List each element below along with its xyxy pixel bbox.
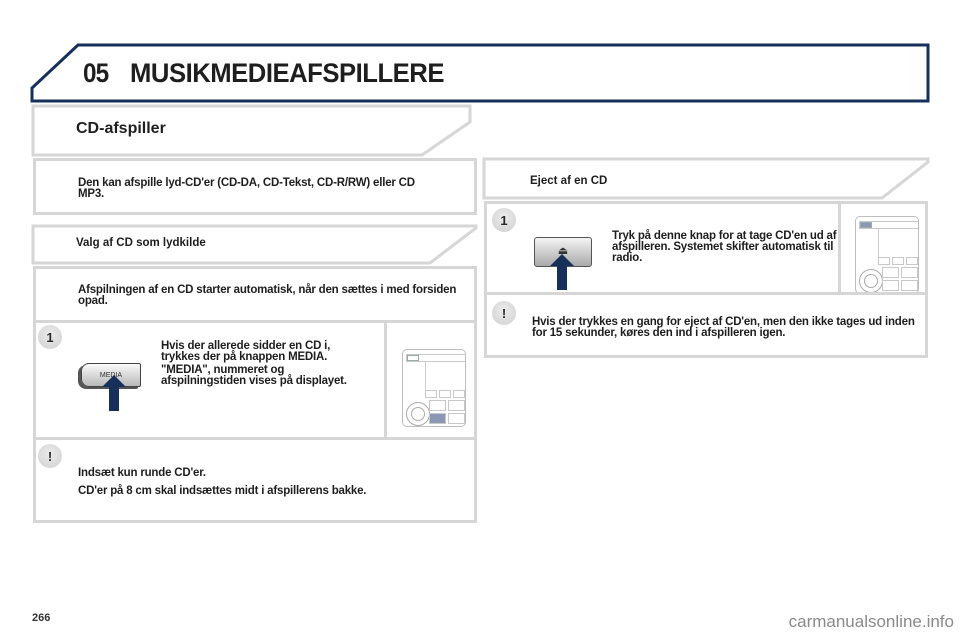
section-title-cd-player: CD-afspiller	[76, 120, 166, 137]
chapter-title: MUSIKMEDIEAFSPILLERE	[130, 58, 445, 88]
warning-box-round-cds: ! Indsæt kun runde CD'er. CD'er på 8 cm …	[33, 437, 477, 523]
intro-box: Den kan afspille lyd-CD'er (CD-DA, CD-Te…	[33, 158, 477, 215]
arrow-up-icon	[102, 375, 126, 411]
radio-panel-illustration	[402, 349, 466, 427]
warning-text-1: Indsæt kun runde CD'er.	[78, 467, 206, 479]
warning-icon: !	[490, 299, 518, 327]
eject-icon: ⏏	[557, 245, 569, 257]
warning-icon: !	[36, 442, 64, 470]
warning-text: Hvis der trykkes en gang for eject af CD…	[532, 316, 915, 339]
warning-text-2: CD'er på 8 cm skal indsættes midt i afsp…	[78, 485, 367, 497]
intro-text: Den kan afspille lyd-CD'er (CD-DA, CD-Te…	[78, 177, 415, 200]
watermark: carmanualsonline.info	[788, 612, 954, 631]
arrow-up-icon	[550, 254, 574, 290]
step-badge: 1	[36, 323, 64, 351]
warning-box-eject-timeout: ! Hvis der trykkes en gang for eject af …	[484, 292, 928, 358]
divider	[838, 204, 841, 292]
step-text-2: "MEDIA", nummeret og afspilningstiden vi…	[161, 364, 347, 387]
chapter-header-frame	[30, 43, 930, 103]
autoplay-text: Afspilningen af en CD starter automatisk…	[78, 284, 457, 307]
section-title-eject: Eject af en CD	[530, 175, 608, 187]
step-media-box: 1 MEDIA Hvis der allerede sidder en CD i…	[33, 320, 477, 440]
page-number: 266	[32, 612, 51, 624]
chapter-number: 05	[83, 58, 109, 88]
radio-panel-illustration	[855, 216, 919, 294]
step-eject-box: 1 ⏏ Tryk på denne knap for at tage CD'en…	[484, 201, 928, 295]
subsection-title-select-cd: Valg af CD som lydkilde	[76, 237, 206, 249]
step-text-1: Hvis der allerede sidder en CD i, trykke…	[161, 340, 331, 363]
step-badge: 1	[490, 206, 518, 234]
autoplay-box: Afspilningen af en CD starter automatisk…	[33, 266, 477, 323]
eject-text: Tryk på denne knap for at tage CD'en ud …	[612, 230, 837, 264]
divider	[384, 323, 387, 437]
